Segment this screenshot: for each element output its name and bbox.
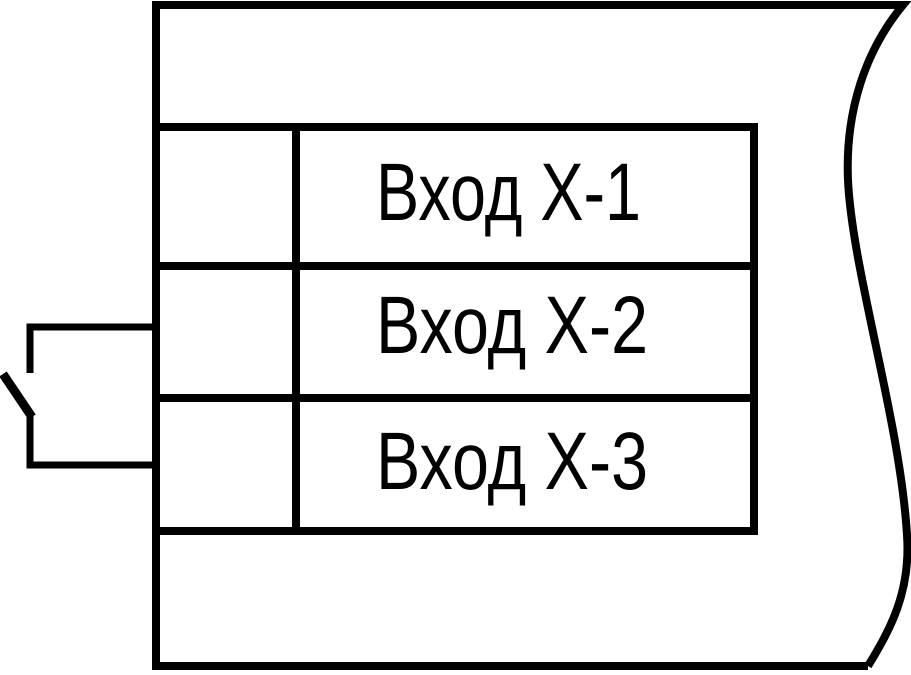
input-label-x3: Вход Х-3 [376, 416, 648, 507]
input-label-x1: Вход Х-1 [376, 147, 641, 238]
input-label-x2: Вход Х-2 [376, 280, 648, 371]
switch-wire-top [26, 323, 156, 373]
device-outline-with-break-line [152, 1, 911, 670]
switch-symbol [0, 323, 156, 469]
switch-arm [0, 371, 36, 420]
switch-wire-bottom [26, 416, 156, 469]
